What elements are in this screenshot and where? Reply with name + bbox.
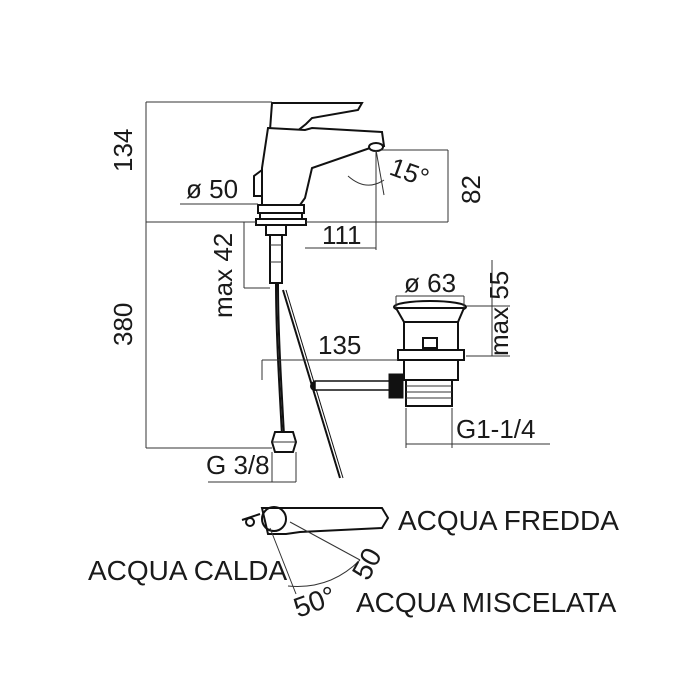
label-mixed-water: ACQUA MISCELATA xyxy=(356,587,617,618)
dim-supply-thread: G 3/8 xyxy=(206,450,270,480)
dim-base-diameter: ø 50 xyxy=(186,174,238,204)
dim-spout-height: 82 xyxy=(456,175,486,204)
label-hot-water: ACQUA CALDA xyxy=(88,555,287,586)
label-angle-right: 50 xyxy=(346,543,388,585)
label-cold-water: ACQUA FREDDA xyxy=(398,505,619,536)
dimension-lines xyxy=(145,101,550,483)
dim-max-thickness: max 42 xyxy=(208,233,238,318)
drain-valve xyxy=(393,300,467,407)
handle-operation-diagram xyxy=(241,506,390,595)
dim-drain-diameter: ø 63 xyxy=(404,268,456,298)
popup-rod xyxy=(282,289,404,479)
dim-spout-reach: 111 xyxy=(322,220,362,250)
handle-labels: ACQUA FREDDA ACQUA CALDA 50° 50 ACQUA MI… xyxy=(88,505,619,624)
dim-drain-thread: G1-1/4 xyxy=(456,414,536,444)
dim-drain-offset: 135 xyxy=(318,330,361,360)
dim-drain-max: max 55 xyxy=(484,271,514,356)
dim-spout-angle: 15° xyxy=(386,151,433,193)
dimension-labels: 134 ø 50 15° 82 111 max 42 380 135 ø 63 … xyxy=(108,129,536,480)
faucet-body xyxy=(253,102,386,453)
dim-total-height: 134 xyxy=(108,129,138,172)
dim-under-height: 380 xyxy=(108,303,138,346)
